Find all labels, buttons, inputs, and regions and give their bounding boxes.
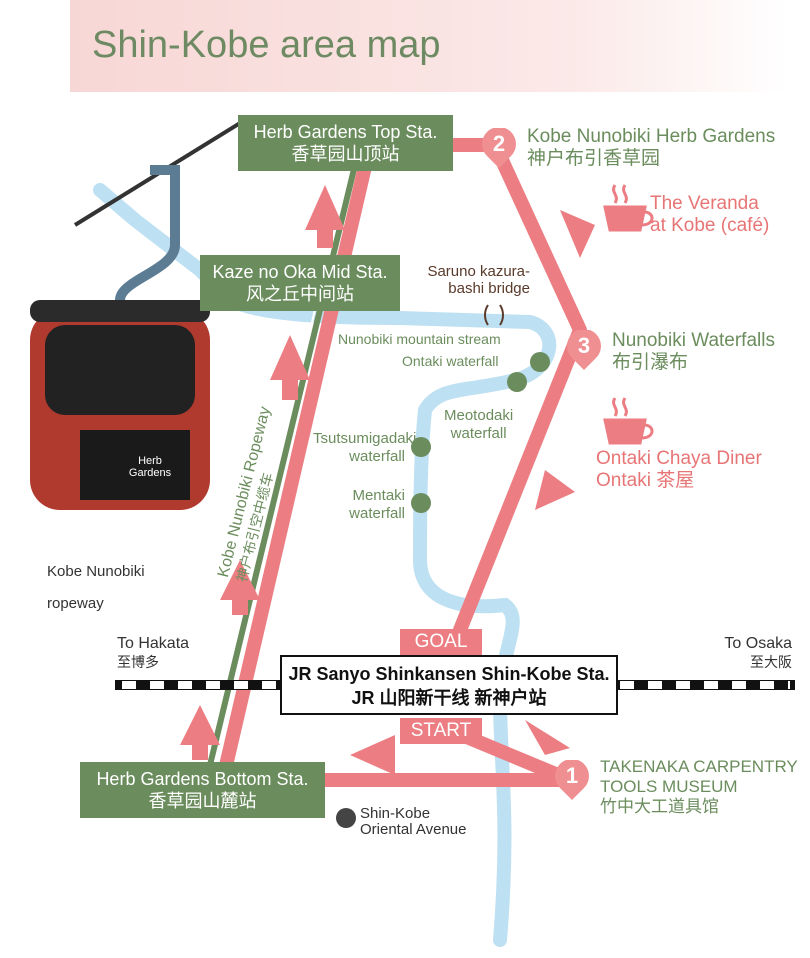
gondola-caption: Kobe Nunobiki ropeway (47, 563, 145, 612)
station-mid[interactable]: Kaze no Oka Mid Sta.风之丘中间站 (200, 255, 400, 311)
to-hakata-label: To Hakata 至博多 (117, 635, 190, 670)
gondola-image (30, 118, 247, 510)
waterfalls-label: Nunobiki Waterfalls 布引瀑布 (612, 330, 775, 373)
cafe-veranda-label: The Veranda at Kobe (café) (650, 193, 770, 236)
herb-gardens-label: Kobe Nunobiki Herb Gardens 神户布引香草园 (527, 126, 776, 169)
to-osaka-label: To Osaka 至大阪 (724, 635, 792, 670)
gondola-badge: Herb Gardens (128, 455, 172, 479)
pin-1[interactable]: 1 (555, 758, 589, 800)
map-title: Shin-Kobe area map (92, 24, 441, 66)
cafe-ontaki-label: Ontaki Chaya Diner Ontaki 茶屋 (596, 448, 762, 491)
pin-3[interactable]: 3 (567, 328, 601, 370)
cafe-cup-icon (603, 184, 654, 232)
museum-label: TAKENAKA CARPENTRY TOOLS MUSEUM 竹中大工道具馆 (600, 757, 798, 816)
station-top[interactable]: Herb Gardens Top Sta.香草园山顶站 (238, 115, 453, 171)
mentaki-label: Mentaki waterfall (349, 487, 405, 522)
bridge-icon (484, 304, 504, 326)
tsutsumigadaki-label: Tsutsumigadaki waterfall (313, 430, 417, 465)
station-bottom[interactable]: Herb Gardens Bottom Sta.香草园山麓站 (80, 762, 325, 818)
start-tag: START (400, 718, 482, 744)
title-banner (70, 0, 788, 92)
meotodaki-label: Meotodaki waterfall (444, 407, 514, 442)
bridge-label: Saruno kazura- bashi bridge (427, 263, 530, 297)
goal-tag: GOAL (400, 629, 482, 655)
ontaki-waterfall-label: Ontaki waterfall (402, 353, 499, 369)
jr-station-box[interactable]: JR Sanyo Shinkansen Shin-Kobe Sta. JR 山阳… (280, 655, 618, 715)
oriental-avenue-label: Shin-Kobe Oriental Avenue (360, 805, 467, 838)
waterfall-dots (411, 352, 550, 513)
route-arrows (180, 185, 595, 775)
stream-label: Nunobiki mountain stream (338, 331, 501, 347)
oriental-avenue-dot (336, 808, 356, 828)
pin-2[interactable]: 2 (482, 126, 516, 168)
cafe-cup-icon (603, 397, 654, 445)
